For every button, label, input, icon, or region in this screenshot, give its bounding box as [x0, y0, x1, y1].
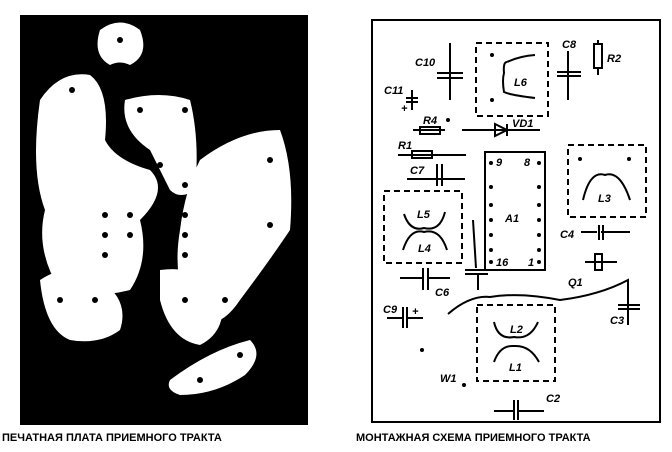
- label-L1: L1: [509, 362, 522, 374]
- L3-shield: [567, 144, 647, 218]
- label-plus-C9: +: [412, 306, 419, 318]
- label-C2: C2: [546, 393, 560, 405]
- L4-L5-shield: [383, 190, 463, 264]
- assembly-caption: МОНТАЖНАЯ СХЕМА ПРИЕМНОГО ТРАКТА: [356, 432, 591, 444]
- label-W1: W1: [440, 373, 457, 385]
- pcb-copper-traces: [36, 22, 292, 395]
- label-L2: L2: [510, 324, 523, 336]
- A1-chip: [484, 151, 546, 271]
- label-C11: C11: [384, 85, 403, 97]
- label-C3: C3: [610, 315, 624, 327]
- label-L6: L6: [514, 77, 528, 89]
- component-labels: C10 C8 R2 L6 C11 + R4 VD1 R1 9 8 C7 L3 L…: [383, 39, 624, 405]
- label-C10: C10: [415, 57, 436, 69]
- label-C8: C8: [562, 39, 577, 51]
- label-R2: R2: [607, 53, 621, 65]
- L1-L2-shield: [476, 304, 556, 382]
- label-pin1: 1: [528, 257, 534, 269]
- label-VD1: VD1: [512, 118, 533, 130]
- label-L4: L4: [418, 243, 431, 255]
- label-C4: C4: [560, 229, 574, 241]
- label-R4: R4: [423, 115, 437, 127]
- label-pin16: 16: [496, 257, 509, 269]
- label-C6: C6: [435, 287, 450, 299]
- label-C7: C7: [410, 165, 425, 177]
- label-C9: C9: [383, 304, 398, 316]
- assembly-diagram: [371, 19, 661, 423]
- pcb-caption: ПЕЧАТНАЯ ПЛАТА ПРИЕМНОГО ТРАКТА: [2, 432, 222, 444]
- label-plus-C11: +: [401, 103, 408, 115]
- label-Q1: Q1: [568, 277, 583, 289]
- label-L3: L3: [598, 193, 611, 205]
- label-A1: A1: [504, 213, 519, 225]
- label-R1: R1: [398, 140, 412, 152]
- label-pin8: 8: [524, 157, 531, 169]
- label-L5: L5: [417, 209, 431, 221]
- label-pin9: 9: [496, 157, 503, 169]
- pcb-isolation-lines: [57, 37, 273, 383]
- L6-shield: [475, 42, 549, 117]
